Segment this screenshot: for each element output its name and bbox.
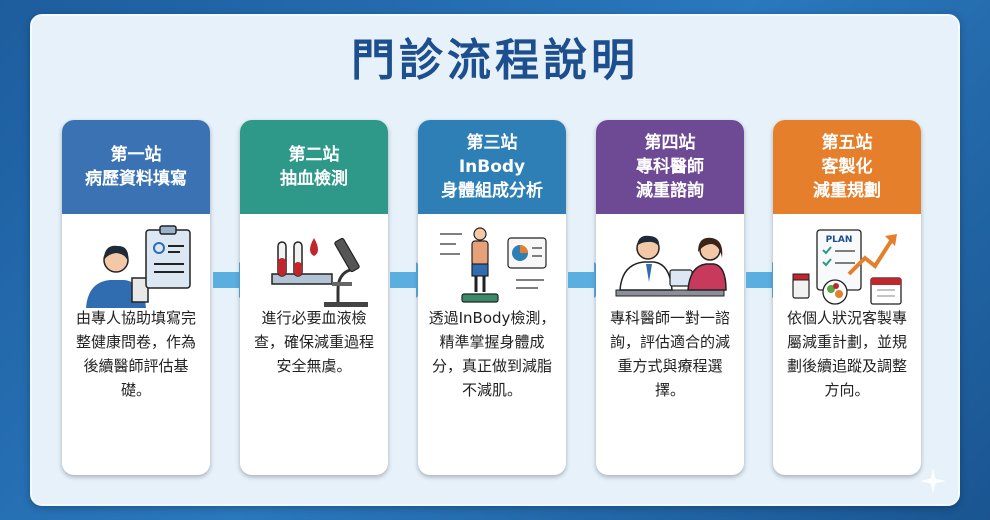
step-2-title: 抽血檢測 xyxy=(280,169,348,189)
step-5-title-2: 減重規劃 xyxy=(813,181,881,201)
step-3-label: 第三站 xyxy=(466,133,518,153)
step-card-5: 第五站 客製化 減重規劃 PLAN 依個人狀況客製專屬減重計劃，並規劃後續追蹤及… xyxy=(773,120,921,475)
step-4-header: 第四站 專科醫師 減重諮詢 xyxy=(596,120,744,214)
plan-chart-icon: PLAN xyxy=(792,229,902,305)
step-card-3: 第三站 InBody 身體組成分析 透過InBody檢測，精準掌握身體成分，真正… xyxy=(418,120,566,475)
step-5-title-1: 客製化 xyxy=(821,157,873,177)
page-title: 門診流程說明 xyxy=(351,35,639,86)
body-composition-scale-icon xyxy=(440,227,547,303)
step-3-header: 第三站 InBody 身體組成分析 xyxy=(418,120,566,214)
sparkle-icon xyxy=(920,468,946,494)
step-card-2: 第二站 抽血檢測 進行必要血液檢查，確保減重過程安全無虞。 xyxy=(240,120,388,475)
step-5-header: 第五站 客製化 減重規劃 xyxy=(773,120,921,214)
step-2-description: 進行必要血液檢查，確保減重過程安全無虞。 xyxy=(253,309,374,375)
step-3-title-1: InBody xyxy=(458,157,526,177)
step-1-title: 病歷資料填寫 xyxy=(85,169,187,189)
step-1-label: 第一站 xyxy=(110,145,162,165)
plan-label: PLAN xyxy=(826,235,853,245)
step-3-title-2: 身體組成分析 xyxy=(441,181,543,201)
step-5-label: 第五站 xyxy=(821,133,873,153)
step-card-4: 第四站 專科醫師 減重諮詢 專科醫師一對一諮詢，評估適合的減重方式與療程選擇。 xyxy=(596,120,744,475)
blood-test-microscope-icon xyxy=(271,237,368,307)
step-4-description: 專科醫師一對一諮詢，評估適合的減重方式與療程選擇。 xyxy=(609,309,730,399)
step-4-label: 第四站 xyxy=(644,133,696,153)
step-1-description: 由專人協助填寫完整健康問卷，作為後續醫師評估基礎。 xyxy=(75,309,196,399)
step-card-1: 第一站 病歷資料填寫 由專人協助填寫完整健康問卷，作為後續醫師評估基礎。 xyxy=(62,120,210,475)
doctor-consultation-icon xyxy=(615,235,727,297)
step-2-label: 第二站 xyxy=(288,145,340,165)
receptionist-clipboard-icon xyxy=(86,225,191,308)
step-5-description: 依個人狀況客製專屬減重計劃，並規劃後續追蹤及調整方向。 xyxy=(786,309,907,399)
step-3-description: 透過InBody檢測，精準掌握身體成分，真正做到減脂不減肌。 xyxy=(428,309,556,399)
step-2-header: 第二站 抽血檢測 xyxy=(240,120,388,214)
step-4-title-1: 專科醫師 xyxy=(636,157,704,177)
step-1-header: 第一站 病歷資料填寫 xyxy=(62,120,210,214)
step-4-title-2: 減重諮詢 xyxy=(636,181,704,201)
